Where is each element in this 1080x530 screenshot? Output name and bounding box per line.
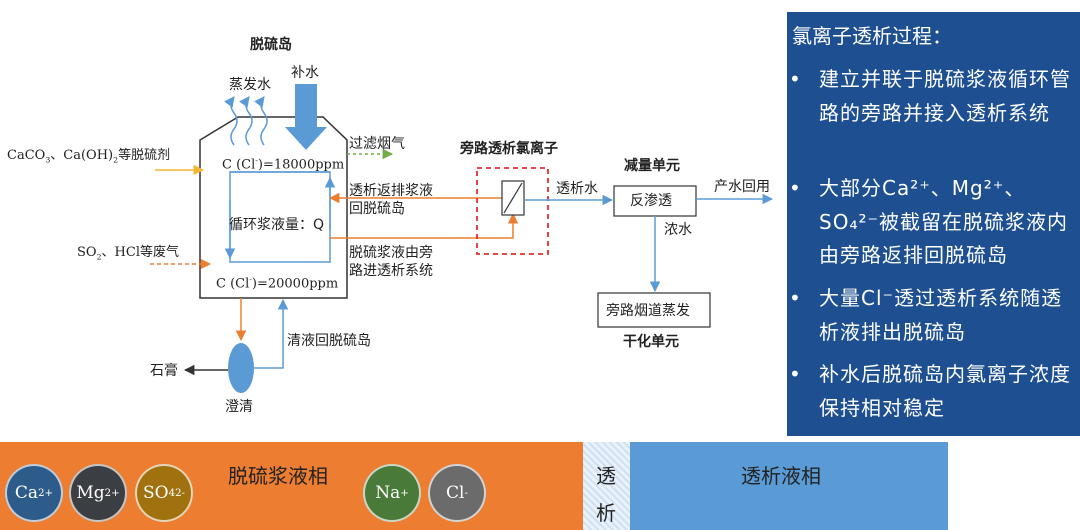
- return-label: 透析返排浆液回脱硫岛: [349, 183, 433, 217]
- bypass-dialysis-title: 旁路透析氯离子: [460, 141, 558, 157]
- dialysate-label: 透析水: [556, 181, 598, 197]
- membrane-label-2: 析: [596, 501, 616, 525]
- desulfurization-tower: [199, 116, 348, 299]
- bypass-label: 脱硫浆液由旁路进透析系统: [349, 245, 433, 279]
- bypass-out-line: [330, 212, 519, 239]
- island-title: 脱硫岛: [250, 37, 292, 53]
- panel-title: 氯离子透析过程：: [792, 24, 952, 48]
- conc-bottom-label: C (Cl-)=20000ppm: [216, 275, 339, 292]
- drying-unit-title: 干化单元: [623, 334, 679, 350]
- dialysate-phase-band: [630, 442, 948, 530]
- makeup-water-arrow: [285, 84, 327, 150]
- bullet-icon: •: [789, 67, 801, 91]
- bullet-icon: •: [789, 176, 801, 200]
- clarifier: [228, 343, 254, 393]
- clarify-label: 澄清: [225, 399, 253, 415]
- gypsum-label: 石膏: [150, 363, 178, 379]
- ion-cl: Cl-: [428, 464, 486, 522]
- filtered-gas-label: 过滤烟气: [349, 136, 405, 152]
- panel-bullet-3: 大量Cl⁻透过透析系统随透析液排出脱硫岛: [819, 286, 1063, 344]
- bypass-dialysis-box: [476, 167, 549, 255]
- flue-evap-label: 旁路烟道蒸发: [606, 303, 690, 319]
- circulation-label: 循环浆液量：Q: [229, 217, 325, 233]
- evaporation-arrows: [224, 96, 268, 146]
- panel-bullet-1: 建立并联于脱硫浆液循环管路的旁路并接入透析系统: [819, 67, 1071, 125]
- clear-return-arrow: [254, 298, 289, 369]
- desulfurizer-label: CaCO3、Ca(OH)2等脱硫剂: [7, 148, 171, 165]
- product-reuse-label: 产水回用: [714, 179, 770, 195]
- ro-label: 反渗透: [630, 193, 672, 209]
- reduction-title: 减量单元: [624, 158, 680, 174]
- membrane-band: [583, 442, 630, 530]
- makeup-water-label: 补水: [291, 65, 319, 81]
- dialysate-phase-label: 透析液相: [741, 464, 821, 488]
- bullet-icon: •: [789, 362, 801, 386]
- waste-gas-label: SO2、HCl等废气: [77, 245, 180, 262]
- clear-return-label: 清液回脱硫岛: [287, 333, 371, 349]
- concentrate-label: 浓水: [664, 222, 692, 238]
- conc-top-label: C (Cl-)=18000ppm: [222, 156, 345, 173]
- panel-bullet-2: 大部分Ca²⁺、Mg²⁺、SO₄²⁻被截留在脱硫浆液内由旁路返排回脱硫岛: [819, 176, 1069, 267]
- flue-evap-box: [597, 292, 711, 328]
- panel-bullet-4: 补水后脱硫岛内氯离子浓度保持相对稳定: [819, 362, 1071, 420]
- evaporation-label: 蒸发水: [229, 77, 271, 93]
- process-diagram: [150, 84, 774, 393]
- bullet-icon: •: [789, 286, 801, 310]
- slurry-phase-label: 脱硫浆液相: [228, 464, 328, 488]
- membrane-label-1: 透: [596, 464, 616, 488]
- ion-na: Na+: [363, 464, 421, 522]
- chloride-dialysis-panel: 氯离子透析过程： • 建立并联于脱硫浆液循环管路的旁路并接入透析系统 • 大部分…: [787, 12, 1080, 436]
